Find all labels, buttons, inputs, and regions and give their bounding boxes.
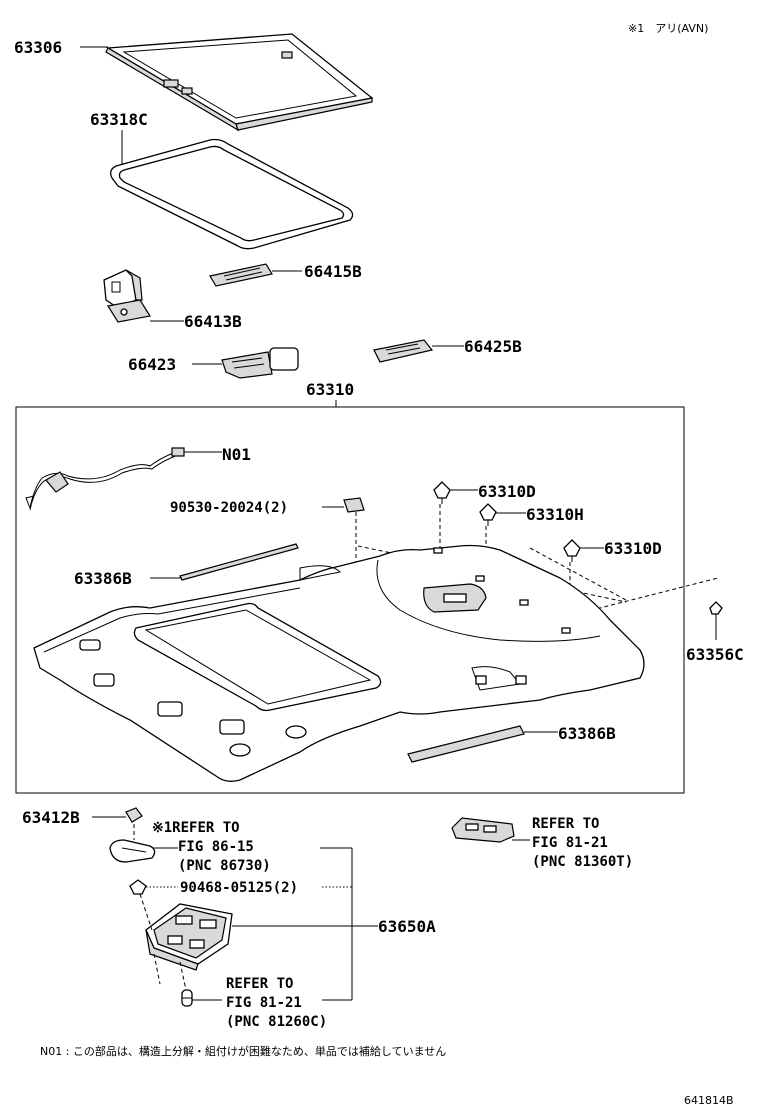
footnote: N01 : この部品は、構造上分解・組付けが困難なため、単品では補給していません xyxy=(40,1044,446,1058)
label-63650A: 63650A xyxy=(378,917,436,936)
part-63310D-clip-b xyxy=(563,539,581,562)
ref1-line1: ※1REFER TO xyxy=(152,820,240,836)
ref3-line3: (PNC 81260C) xyxy=(226,1014,327,1030)
label-63310: 63310 xyxy=(306,380,354,399)
part-66425B-handle xyxy=(373,339,434,363)
label-90468-05125: 90468-05125(2) xyxy=(180,880,298,896)
label-66413B: 66413B xyxy=(184,312,242,331)
headliner-assembly-box xyxy=(15,406,685,794)
label-63386B-b: 63386B xyxy=(558,724,616,743)
ref1-line3: (PNC 86730) xyxy=(178,858,271,874)
label-90530-20024: 90530-20024(2) xyxy=(170,500,288,516)
part-63306-sunshade xyxy=(105,33,374,132)
label-66423: 66423 xyxy=(128,355,176,374)
label-63386B-a: 63386B xyxy=(74,569,132,588)
part-66415B-handle xyxy=(209,263,273,287)
label-63356C: 63356C xyxy=(686,645,744,664)
ref2-line2: FIG 81-21 xyxy=(532,835,608,851)
part-63318C-seal xyxy=(110,138,354,250)
ref2-line1: REFER TO xyxy=(532,816,599,832)
part-66423-hook xyxy=(221,347,299,379)
label-63310D-a: 63310D xyxy=(478,482,536,501)
part-63386B-strip-upper xyxy=(179,543,299,581)
label-63310H: 63310H xyxy=(526,505,584,524)
label-N01: N01 xyxy=(222,445,251,464)
ref3-line2: FIG 81-21 xyxy=(226,995,302,1011)
ref2-line3: (PNC 81360T) xyxy=(532,854,633,870)
part-63310H-clip xyxy=(479,503,497,526)
part-66413B-bracket xyxy=(103,269,151,323)
note-top: ※1 アリ(AVN) xyxy=(628,22,708,35)
label-63310D-b: 63310D xyxy=(604,539,662,558)
part-81260C-bulb xyxy=(181,989,193,1007)
part-63412B-cover xyxy=(125,807,143,823)
part-86730-lamp xyxy=(109,839,156,863)
label-63412B: 63412B xyxy=(22,808,80,827)
part-90530-tape xyxy=(343,497,365,513)
part-63356C-clip xyxy=(709,601,723,615)
ref1-line2: FIG 86-15 xyxy=(178,839,254,855)
part-63650A-console xyxy=(145,903,233,971)
label-66425B: 66425B xyxy=(464,337,522,356)
part-63386B-strip-lower xyxy=(407,725,525,763)
part-63310-headliner xyxy=(33,544,645,782)
part-N01-wire-harness xyxy=(25,447,222,511)
part-81360T-lamp xyxy=(451,817,515,843)
label-63318C: 63318C xyxy=(90,110,148,129)
part-90468-05125-clip xyxy=(129,879,147,895)
label-63306: 63306 xyxy=(14,38,62,57)
ref3-line1: REFER TO xyxy=(226,976,293,992)
label-66415B: 66415B xyxy=(304,262,362,281)
part-63310D-clip-a xyxy=(433,481,451,504)
figure-id: 641814B xyxy=(684,1094,734,1107)
